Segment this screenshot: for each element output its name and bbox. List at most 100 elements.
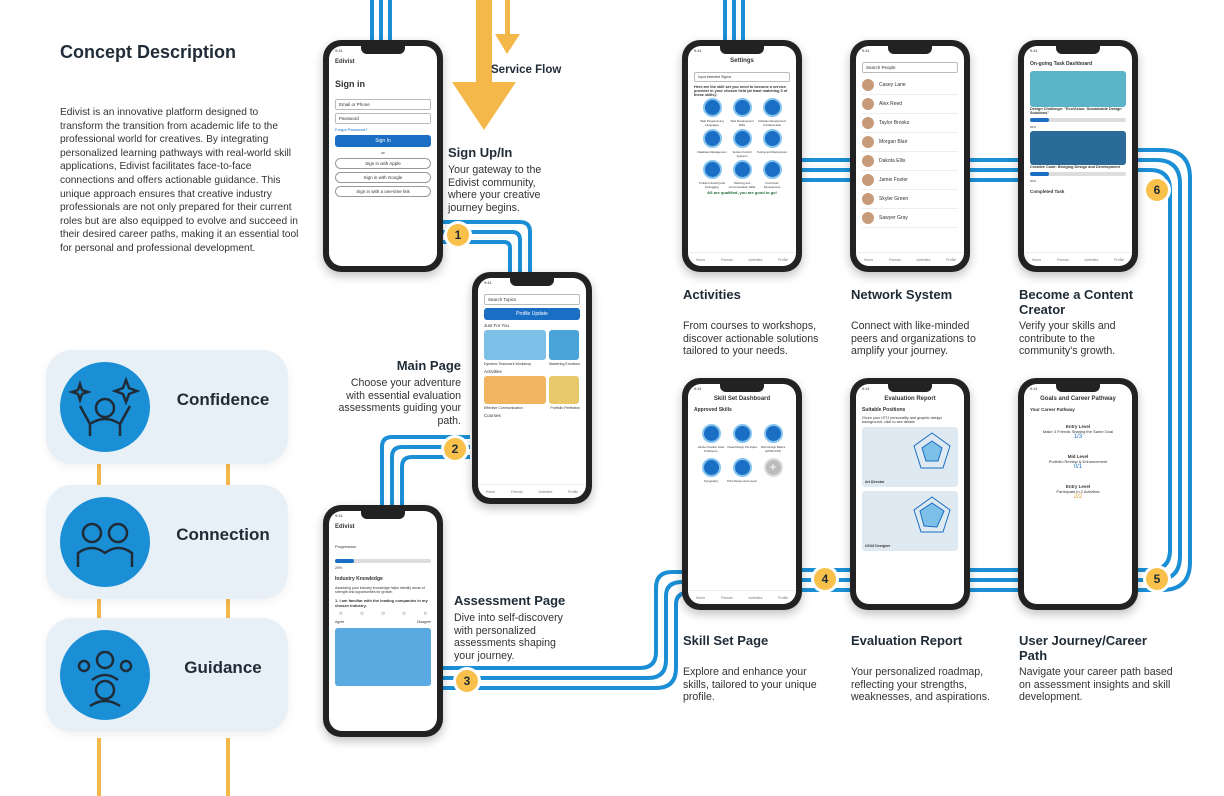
approved-skill[interactable]: Adobe Creative Suite Proficiency [696,423,727,453]
one-time-link-button[interactable]: Sign in with a one-time link [335,186,431,197]
person-row[interactable]: Sawyer Gray [862,209,958,228]
person-row[interactable]: Dakota Ellis [862,152,958,171]
tab-profile[interactable]: Profile [778,595,789,600]
profile-update-button[interactable]: Profile Update [484,308,580,320]
or-divider: or [381,150,385,155]
skill-item[interactable]: Web Development Skills [727,97,757,127]
task-title[interactable]: Creative Code: Bridging Design and Devel… [1030,165,1120,169]
email-field[interactable]: Email or Phone [335,99,431,110]
skill-item[interactable]: Curriculum Development [757,159,787,189]
card-title[interactable]: Dynamic Teamwork Workshop [484,362,532,366]
approved-skill[interactable]: Visual Design Principles [727,423,758,453]
service-flow-label: Service Flow [491,64,562,76]
search-input[interactable]: Search Topics [484,294,580,305]
task-percent: 20% [1030,125,1037,129]
tab-home[interactable]: Home [863,257,874,262]
milestone-goal: Participate in 2 Activities [1056,489,1100,494]
skill-item[interactable]: Version Control Systems [727,128,757,158]
tab-activities[interactable]: Activities [1084,257,1099,262]
person-row[interactable]: Casey Lane [862,76,958,95]
confidence-icon [68,376,141,436]
step-badge-3: 3 [456,670,478,692]
person-row[interactable]: Taylor Brooks [862,114,958,133]
skill-circle [762,98,782,117]
qualified-text: 4/6 are qualified, you are good to go! [707,190,777,195]
position-card[interactable]: Art Director [862,427,958,487]
approved-skill[interactable]: Web Design Basics (HTML/CSS) [758,423,789,453]
task-title[interactable]: Design Challenge: "EcoVision: Sustainabl… [1030,107,1122,115]
status-time: 9:41 [694,48,702,53]
tab-friends[interactable]: Friends [721,595,733,600]
tab-home[interactable]: Home [695,257,706,262]
skill-item[interactable]: Teaching and Communication Skills [727,159,757,189]
likert-scale[interactable]: ○○○○○ [339,611,427,617]
skill-item[interactable]: Problem-Solving and Debugging [697,159,727,189]
avatar [862,155,874,167]
tab-home[interactable]: Home [485,489,496,494]
skill-circle [702,98,722,117]
skill-circle [762,129,782,148]
tab-profile[interactable]: Profile [568,489,579,494]
person-row[interactable]: Skyler Green [862,190,958,209]
step-badge-5: 5 [1146,568,1168,590]
tab-profile[interactable]: Profile [1114,257,1125,262]
tab-activities[interactable]: Activities [916,257,931,262]
person-name: Jamie Foster [879,177,908,183]
step-badge-1: 1 [447,224,469,246]
step-description: Connect with like-minded peers and organ… [851,320,976,358]
skill-circle [732,160,752,179]
tab-friends[interactable]: Friends [721,257,733,262]
step-description: Explore and enhance your skills, tailore… [683,666,817,704]
section-title: Suitable Positions [862,407,906,413]
password-field[interactable]: Password [335,113,431,124]
milestone-title: Mid Level [1067,454,1089,459]
phone-skill-set: 9:41 Skill Set Dashboard Approved Skills… [682,378,802,610]
progress-bar [335,559,431,563]
phone-content-creator: 9:41 On-going Task Dashboard Design Chal… [1018,40,1138,272]
tab-home[interactable]: Home [1031,257,1042,262]
card-title[interactable]: Portfolio Perfection [550,406,580,410]
screen-title: Evaluation Report [884,396,936,402]
tab-home[interactable]: Home [695,595,706,600]
sign-in-button[interactable]: Sign In [335,135,431,147]
phone-career-path: 9:41 Goals and Career Pathway Your Caree… [1018,378,1138,610]
tab-profile[interactable]: Profile [946,257,957,262]
step-badge-4: 4 [814,568,836,590]
tab-activities[interactable]: Activities [748,257,763,262]
skill-item[interactable]: Web Programming Languages [697,97,727,127]
tab-profile[interactable]: Profile [778,257,789,262]
approved-skill[interactable]: Typography [696,457,727,483]
google-sign-in-button[interactable]: Sign in with Google [335,172,431,183]
disagree-label: Disagree [416,620,431,624]
apple-sign-in-button[interactable]: Sign in with Apple [335,158,431,169]
tab-bar: Home Friends Activities Profile [856,252,964,266]
step-description: Navigate your career path based on asses… [1019,666,1173,704]
avatar [862,79,874,91]
tab-activities[interactable]: Activities [538,489,553,494]
skill-label: Teaching and Communication Skills [728,181,756,189]
status-time: 9:41 [335,48,343,53]
tab-activities[interactable]: Activities [748,595,763,600]
card-title[interactable]: Mastering Emotions [549,362,580,366]
position-card[interactable]: UX/UI Designer [862,491,958,551]
search-people-input[interactable]: Search People [862,62,958,73]
card-title[interactable]: Effective Communication [484,406,523,410]
person-row[interactable]: Morgan Blair [862,133,958,152]
forgot-password-link[interactable]: Forgot Password? [335,127,368,132]
sigma-field[interactable]: Input intended Sigma [694,72,790,82]
skill-item[interactable]: Software Development Fundamentals [757,97,787,127]
skill-circle [732,98,752,117]
tab-friends[interactable]: Friends [511,489,523,494]
approved-skill[interactable]: Print Design and Layout [727,457,758,483]
skill-item[interactable]: Testing and Deployment [757,128,787,158]
progress-percent: 20% [335,566,343,570]
status-time: 9:41 [1030,386,1038,391]
approved-skill[interactable]: + [758,457,789,483]
tab-friends[interactable]: Friends [1057,257,1069,262]
tab-friends[interactable]: Friends [889,257,901,262]
person-row[interactable]: Alex Reed [862,95,958,114]
person-row[interactable]: Jamie Foster [862,171,958,190]
skill-item[interactable]: Database Management [697,128,727,158]
